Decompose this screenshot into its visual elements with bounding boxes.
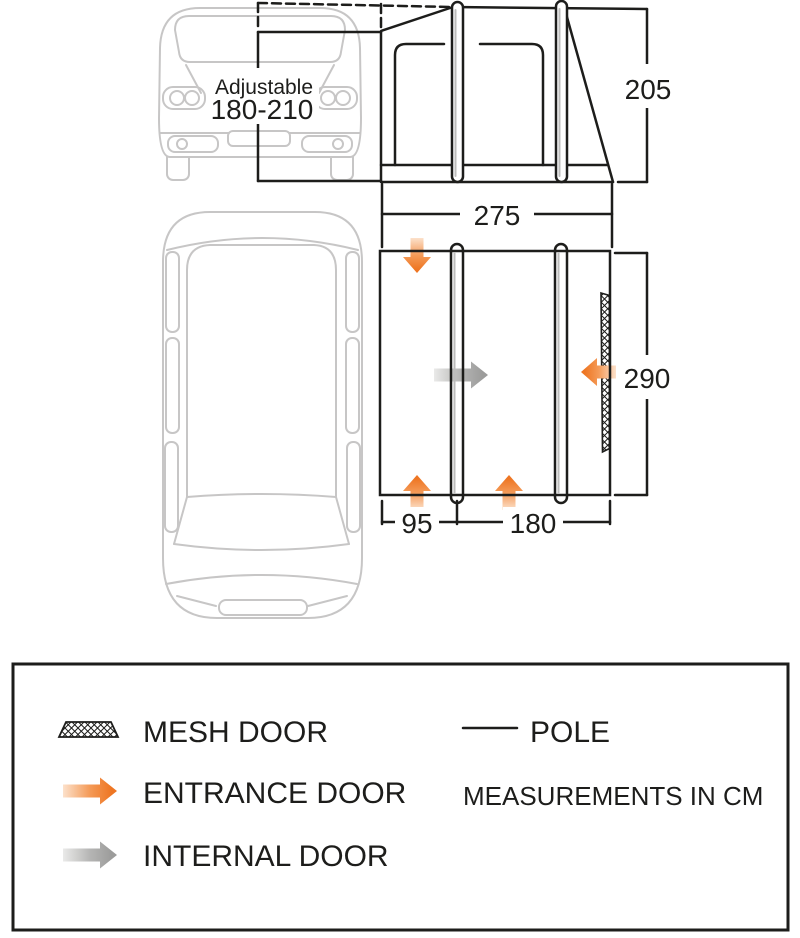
adjustable-range: 180-210 — [211, 94, 314, 125]
van-top-headlight-left — [176, 595, 217, 607]
van-front-bumper-inset-right — [301, 135, 353, 153]
awning-depth-value: 290 — [624, 363, 671, 394]
awning-rear-slope — [563, 8, 615, 184]
van-top-windows-left — [164, 251, 180, 533]
awning-window-rear — [478, 42, 545, 167]
dimension-label-mask — [207, 68, 319, 124]
internal-door-arrow — [434, 361, 488, 389]
dimension-label-mask — [619, 355, 677, 399]
van-top-front-plate — [218, 599, 308, 616]
awning-width-dimension: 275 — [380, 182, 614, 249]
entrance-door-label: ENTRANCE DOOR — [143, 777, 406, 810]
awning-width-value: 275 — [474, 200, 521, 231]
units-note: MEASUREMENTS IN CM — [463, 781, 763, 811]
entrance-door-arrow-top — [403, 238, 431, 273]
internal-door-icon — [63, 841, 117, 869]
van-top-roof — [186, 244, 337, 498]
van-top-windshield-side-right — [335, 496, 350, 545]
awning-height-value: 205 — [625, 74, 672, 105]
mesh-door-icon — [57, 721, 120, 738]
adjustable-label: Adjustable — [215, 76, 313, 99]
van-top-hood-crease — [165, 574, 358, 585]
main-section-value: 180 — [510, 508, 557, 539]
van-top-headlight-right — [307, 595, 348, 607]
dimension-label-mask — [503, 507, 563, 537]
entrance-door-arrow-bottom-left — [403, 475, 431, 510]
van-top-windshield-side-left — [173, 496, 188, 545]
adjustable-height-dimension: Adjustable 180-210 — [207, 30, 383, 183]
van-front-bumper-inset-left — [167, 135, 219, 153]
awning-outline — [379, 5, 615, 184]
dimension-label-mask — [620, 64, 676, 108]
dimension-label-mask — [395, 507, 439, 537]
floorplan-pole-2 — [553, 242, 569, 505]
van-top-body — [162, 211, 363, 619]
van-front-headlight-left — [162, 86, 206, 110]
van-front-windshield — [174, 15, 346, 63]
awning-height-dimension: 205 — [616, 7, 676, 184]
awning-cowl-hidden-lines — [256, 1, 454, 33]
awning-ridge — [451, 5, 649, 11]
awning-side-view — [256, 0, 649, 184]
pole-label: POLE — [530, 716, 610, 749]
awning-window-front — [393, 42, 446, 167]
awning-pole-side-1 — [450, 0, 465, 184]
legend: MESH DOOR ENTRANCE DOOR INTERNAL DOOR PO… — [11, 662, 790, 932]
entrance-door-arrow-bottom-mid — [495, 475, 523, 510]
entrance-door-arrow-side — [581, 358, 616, 386]
mesh-door-label: MESH DOOR — [143, 716, 328, 749]
floorplan-pole-fill-2 — [555, 244, 567, 503]
entrance-door-icon — [63, 777, 117, 805]
awning-depth-dimension: 290 — [613, 251, 677, 497]
bottom-section-dimensions: 95 180 — [380, 499, 612, 539]
internal-door-label: INTERNAL DOOR — [143, 840, 389, 873]
van-top-rear-band — [166, 237, 359, 251]
floorplan-outline — [378, 249, 612, 497]
van-top-windows-right — [345, 251, 361, 533]
awning-floorplan — [378, 238, 616, 510]
van-top-windshield-bottom — [173, 543, 350, 551]
front-section-value: 95 — [401, 508, 432, 539]
dimension-label-mask — [460, 198, 534, 230]
awning-pole-side-2 — [554, 0, 569, 184]
van-top-view — [162, 211, 363, 619]
legend-box — [11, 662, 790, 932]
van-top-windshield-top — [186, 493, 337, 498]
